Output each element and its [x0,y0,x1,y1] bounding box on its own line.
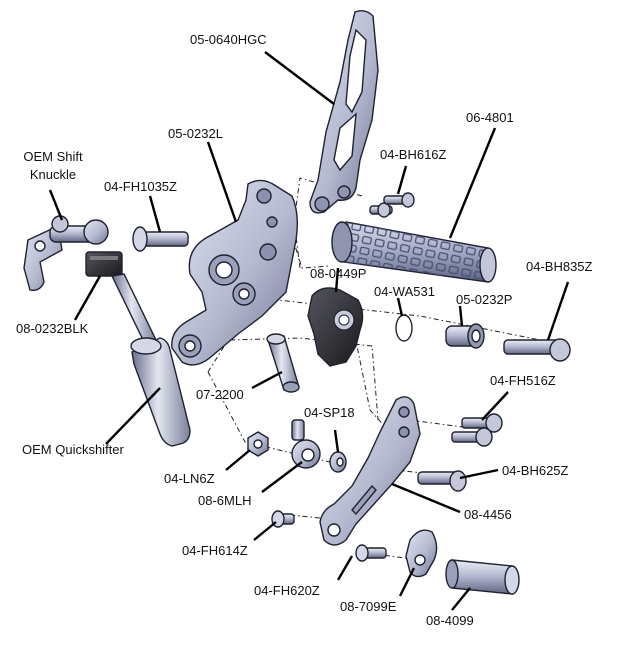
part-05-0640HGC [309,9,379,214]
label-08-6MLH: 08-6MLH [198,493,252,508]
label-05-0232P: 05-0232P [456,292,513,307]
label-04-WA531: 04-WA531 [374,284,435,299]
label-08-4456: 08-4456 [464,507,512,522]
part-08-6MLH [291,419,321,469]
part-08-0449P [307,287,364,367]
part-04-WA531 [395,314,413,342]
part-08-4456 [319,396,421,546]
label-06-4801: 06-4801 [466,110,514,125]
part-07-2200 [266,333,300,393]
part-04-BH625Z [417,470,467,492]
part-06-4801 [331,221,497,283]
label-oem-quickshifter: OEM Quickshifter [22,442,124,457]
label-08-0232BLK: 08-0232BLK [16,321,89,336]
part-04-BH835Z [503,338,571,362]
label-05-0232L: 05-0232L [168,126,223,141]
part-05-0232L [171,179,299,366]
part-oem-shift-knuckle [23,215,109,292]
part-04-FH614Z [271,510,295,528]
label-oem-shift-knuckle: OEM Shift Knuckle [23,149,83,182]
label-07-2200: 07-2200 [196,387,244,402]
label-04-FH516Z: 04-FH516Z [490,373,556,388]
part-08-4099 [445,559,520,595]
part-oem-quickshifter [110,273,191,447]
part-04-BH616Z [369,192,415,218]
label-04-FH1035Z: 04-FH1035Z [104,179,177,194]
leader-lines [48,51,570,611]
part-05-0232P [445,323,485,349]
label-04-LN6Z: 04-LN6Z [164,471,215,486]
part-04-FH620Z [355,544,387,562]
part-08-7099E [405,529,438,578]
part-08-0232BLK [85,251,123,277]
label-08-7099E: 08-7099E [340,599,397,614]
label-04-FH614Z: 04-FH614Z [182,543,248,558]
part-04-LN6Z [247,431,269,457]
label-08-0449P: 08-0449P [310,266,367,281]
part-04-FH1035Z [132,226,189,252]
part-04-SP18 [329,451,347,473]
label-04-SP18: 04-SP18 [304,405,355,420]
label-04-BH616Z: 04-BH616Z [380,147,447,162]
label-04-BH835Z: 04-BH835Z [526,259,593,274]
part-04-FH516Z [451,413,503,447]
label-08-4099: 08-4099 [426,613,474,628]
label-04-FH620Z: 04-FH620Z [254,583,320,598]
label-05-0640HGC: 05-0640HGC [190,32,267,47]
label-04-BH625Z: 04-BH625Z [502,463,569,478]
